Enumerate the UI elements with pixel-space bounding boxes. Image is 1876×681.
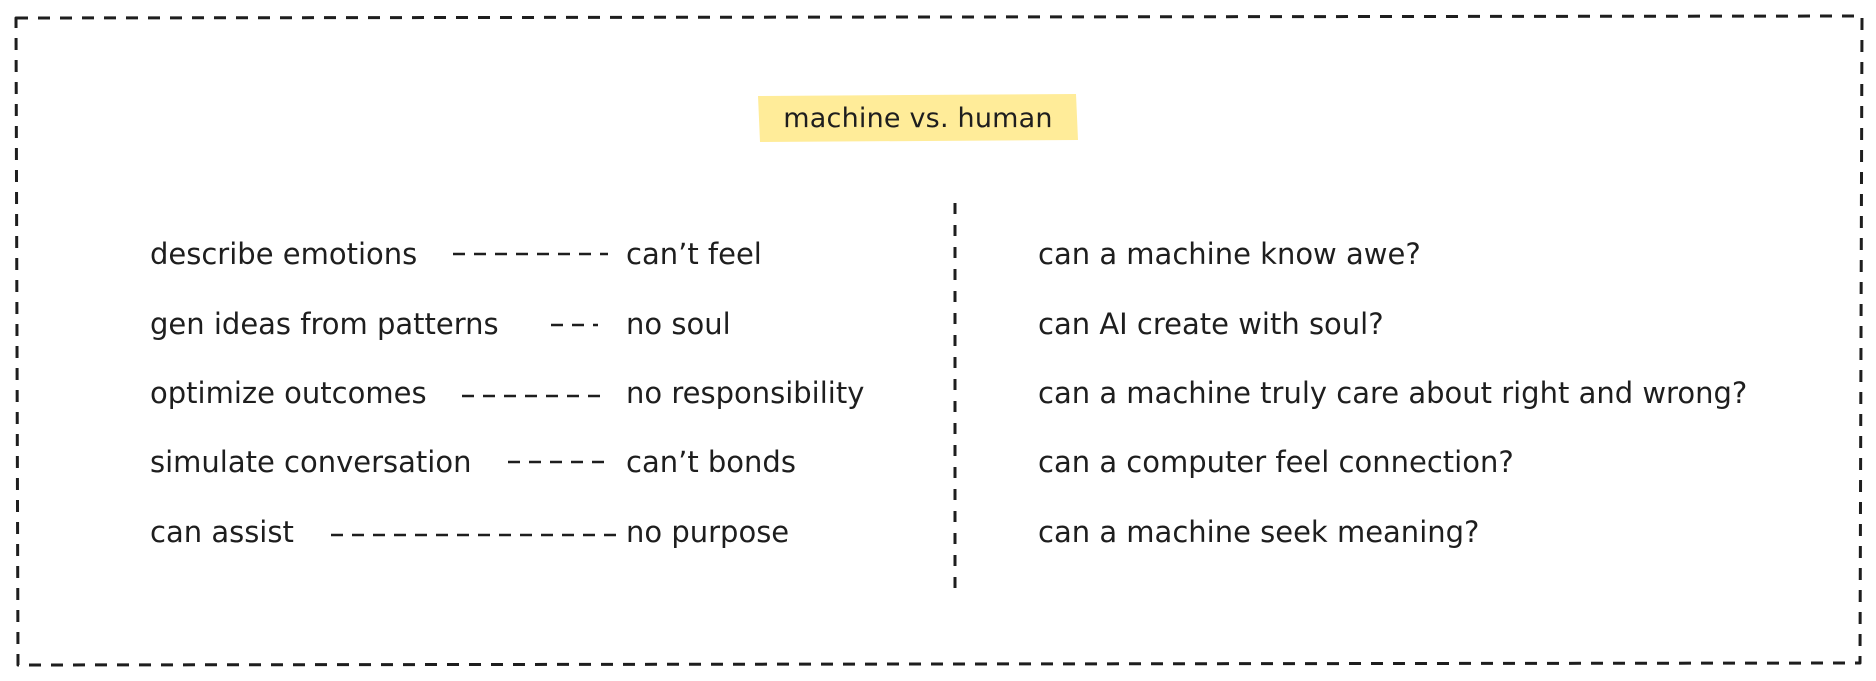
- limitation-label: can’t bonds: [626, 445, 796, 479]
- question-text: can a machine truly care about right and…: [1038, 376, 1748, 410]
- question-text: can a machine seek meaning?: [1038, 515, 1480, 549]
- limitation-label: can’t feel: [626, 237, 762, 271]
- capability-label: describe emotions: [150, 237, 418, 271]
- limitation-label: no purpose: [626, 515, 790, 549]
- capability-label: simulate conversation: [150, 445, 472, 479]
- title-highlight: [758, 94, 1078, 142]
- capability-label: gen ideas from patterns: [150, 307, 499, 341]
- question-text: can a machine know awe?: [1038, 237, 1421, 271]
- capability-label: optimize outcomes: [150, 376, 427, 410]
- diagram-title: machine vs. human: [783, 102, 1053, 134]
- question-text: can a computer feel connection?: [1038, 445, 1514, 479]
- capability-label: can assist: [150, 515, 294, 549]
- outer-dashed-frame: [14, 14, 1864, 667]
- limitation-label: no soul: [626, 307, 731, 341]
- limitation-label: no responsibility: [626, 376, 865, 410]
- question-text: can AI create with soul?: [1038, 307, 1384, 341]
